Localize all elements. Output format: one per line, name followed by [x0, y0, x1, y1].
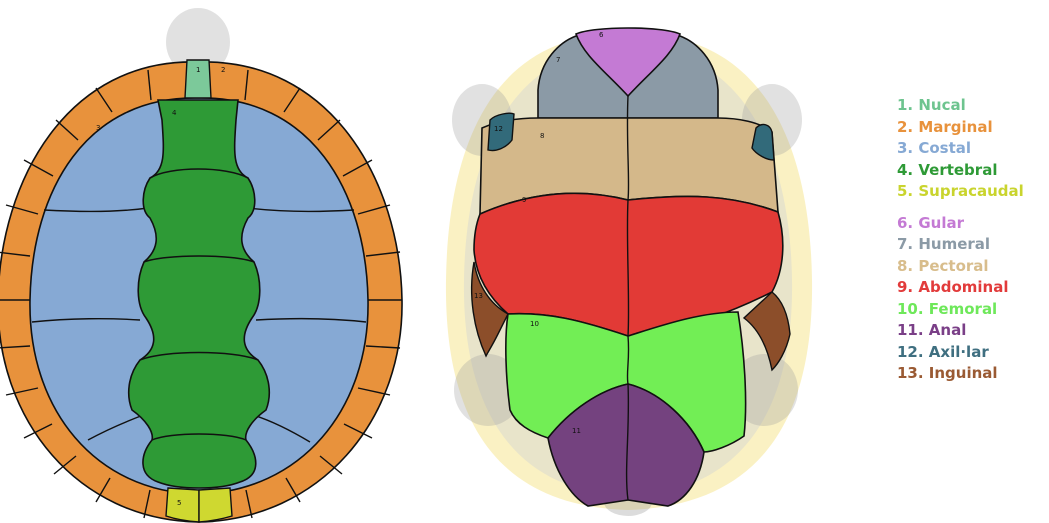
- pectoral-number: 8: [540, 132, 544, 140]
- legend-item-nucal: 1. Nucal: [897, 95, 1047, 117]
- legend-carapace-group: 1. Nucal 2. Marginal 3. Costal 4. Verteb…: [897, 95, 1047, 203]
- costal-number: 3: [96, 124, 100, 132]
- abdominal-number: 9: [522, 196, 526, 204]
- gular-number: 6: [599, 31, 604, 39]
- legend-item-costal: 3. Costal: [897, 138, 1047, 160]
- legend-item-pectoral: 8. Pectoral: [897, 256, 1047, 278]
- carapace-diagram: 1 2 3 4 5: [0, 8, 402, 523]
- supracaudal-scute-left: [166, 488, 199, 522]
- legend-item-abdominal: 9. Abdominal: [897, 277, 1047, 299]
- femoral-number: 10: [530, 320, 539, 328]
- legend-item-inguinal: 13. Inguinal: [897, 363, 1047, 385]
- legend-item-anal: 11. Anal: [897, 320, 1047, 342]
- legend-item-axillar: 12. Axil·lar: [897, 342, 1047, 364]
- inguinal-number: 13: [474, 292, 483, 300]
- legend-item-femoral: 10. Femoral: [897, 299, 1047, 321]
- legend-item-supracaudal: 5. Supracaudal: [897, 181, 1047, 203]
- axillar-number: 12: [494, 125, 503, 133]
- legend-item-marginal: 2. Marginal: [897, 117, 1047, 139]
- scute-legend: 1. Nucal 2. Marginal 3. Costal 4. Verteb…: [897, 95, 1047, 385]
- vertebral-number: 4: [172, 109, 177, 117]
- plastron-diagram: 6 7 8 9 10 11 12 13: [446, 28, 812, 516]
- legend-item-gular: 6. Gular: [897, 213, 1047, 235]
- marginal-number: 2: [221, 66, 225, 74]
- anal-number: 11: [572, 427, 581, 435]
- humeral-number: 7: [556, 56, 560, 64]
- supracaudal-scute-right: [199, 488, 232, 522]
- legend-spacer: [897, 203, 1047, 213]
- legend-item-vertebral: 4. Vertebral: [897, 160, 1047, 182]
- nucal-number: 1: [196, 66, 200, 74]
- supracaudal-number: 5: [177, 499, 181, 507]
- legend-plastron-group: 6. Gular 7. Humeral 8. Pectoral 9. Abdom…: [897, 213, 1047, 385]
- legend-item-humeral: 7. Humeral: [897, 234, 1047, 256]
